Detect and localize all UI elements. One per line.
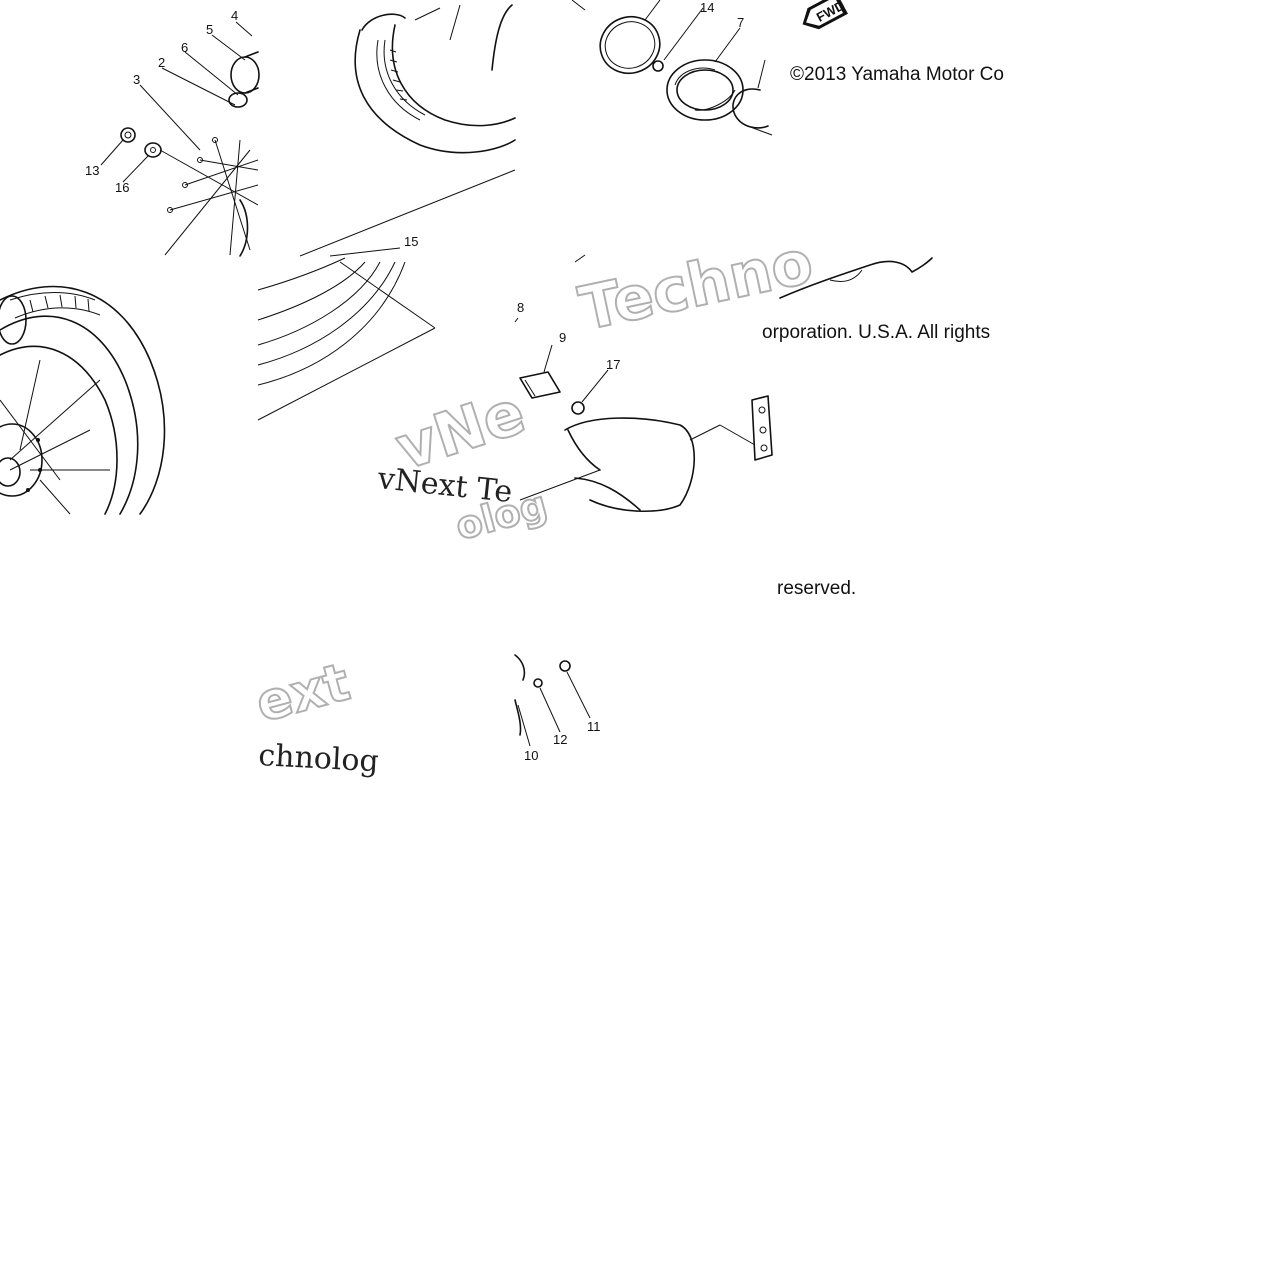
callout-5: 5 — [206, 22, 213, 37]
tile-watermark-lower: ext chnolog — [249, 651, 380, 779]
copyright-part2: orporation. U.S.A. All rights — [762, 322, 990, 343]
tile-brake-panel: Techno 8 9 17 — [514, 226, 820, 512]
copyright-part1: ©2013 Yamaha Motor Co — [790, 64, 1004, 85]
watermark-chnolog: chnolog — [258, 738, 380, 779]
tile-hub-parts: 4 5 6 2 3 13 16 — [85, 8, 260, 257]
tile-bolts: 10 12 11 — [514, 654, 601, 763]
callout-8: 8 — [517, 300, 524, 315]
callout-3: 3 — [133, 72, 140, 87]
callout-4: 4 — [231, 8, 238, 23]
tile-fwd-copyright: FWD ©2013 Yamaha Motor Co — [790, 0, 1004, 85]
small-washer-part — [652, 60, 664, 72]
brake-shoe-part — [666, 59, 744, 121]
rear-hub — [0, 423, 43, 497]
spring-part — [732, 59, 769, 129]
tread-marks — [389, 49, 408, 101]
callout-2: 2 — [158, 55, 165, 70]
tile-rear-wheel — [0, 285, 166, 515]
bolt-part — [559, 660, 591, 719]
tile-copyright-end: reserved. — [777, 578, 856, 599]
callout-15: 15 — [404, 234, 418, 249]
leader-lines — [100, 21, 253, 183]
callout-17: 17 — [606, 357, 620, 372]
callout-9: 9 — [559, 330, 566, 345]
spring-washer-part — [533, 678, 561, 733]
watermark-ext: ext — [250, 652, 356, 734]
spoke-bundle — [159, 137, 259, 257]
callout-16: 16 — [115, 180, 129, 195]
washer-part — [144, 142, 162, 158]
callout-14: 14 — [700, 0, 714, 15]
caliper-bracket-part — [751, 395, 773, 461]
callout-11: 11 — [587, 719, 601, 734]
tread-marks — [29, 294, 90, 313]
fwd-arrow-badge: FWD — [802, 0, 848, 30]
cam-shaft-part — [519, 344, 561, 399]
tile-tire-arcs: vNe vNext Te olog 15 — [257, 234, 553, 550]
rear-spokes — [0, 359, 110, 515]
tile-copyright-mid: orporation. U.S.A. All rights — [762, 257, 990, 343]
seal-ring-part — [599, 15, 661, 75]
tile-front-tire — [299, 4, 516, 257]
axle-collar-part — [228, 51, 260, 108]
callout-12: 12 — [553, 732, 567, 747]
nut-part — [120, 127, 136, 143]
copyright-part3: reserved. — [777, 578, 856, 599]
callout-10: 10 — [524, 748, 538, 763]
tile-brake-shoe: 14 7 — [571, 0, 773, 263]
callout-13: 13 — [85, 163, 99, 178]
callout-7: 7 — [737, 15, 744, 30]
brake-panel-part — [519, 417, 756, 512]
lever-part — [571, 369, 609, 415]
callout-6: 6 — [181, 40, 188, 55]
